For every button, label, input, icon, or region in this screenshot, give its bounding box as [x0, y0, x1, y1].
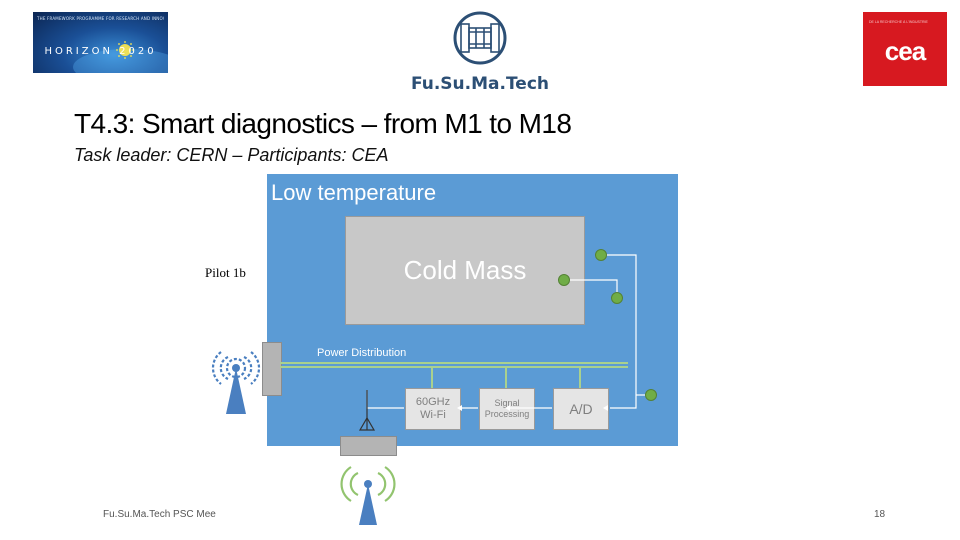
wireless-antenna-icon: [340, 466, 396, 525]
cea-wordmark: cea: [884, 36, 926, 66]
project-name: Fu.Su.Ma.Tech: [410, 74, 550, 94]
footer-text: Fu.Su.Ma.Tech PSC Mee: [103, 509, 216, 520]
horizon-tagline: THE FRAMEWORK PROGRAMME FOR RESEARCH AND…: [37, 16, 164, 21]
power-distribution-label: Power Distribution: [317, 347, 407, 359]
fusumatech-logo-icon: [453, 11, 507, 65]
cold-mass-label: Cold Mass: [403, 255, 527, 285]
cea-tagline: DE LA RECHERCHE À L'INDUSTRIE: [869, 20, 928, 24]
horizon-stars-icon: [73, 41, 168, 73]
slide-subtitle: Task leader: CERN – Participants: CEA: [74, 145, 389, 165]
ad-label: A/D: [569, 401, 593, 417]
side-connector: [262, 342, 282, 396]
cea-logo: DE LA RECHERCHE À L'INDUSTRIE cea: [863, 12, 947, 86]
system-diagram: Low temperature Cold Mass Power Distribu…: [267, 174, 678, 446]
wireless-antenna-icon: [211, 351, 261, 414]
ad-converter-box: A/D: [553, 388, 609, 430]
horizon-wordmark: HORIZON 2020: [44, 46, 157, 57]
wifi-line-1: 60GHz: [415, 396, 451, 408]
page-number: 18: [874, 509, 886, 520]
pilot-label: Pilot 1b: [205, 265, 246, 280]
wifi-line-2: Wi-Fi: [420, 409, 446, 421]
cold-mass-box: Cold Mass: [345, 216, 585, 325]
low-temperature-label: Low temperature: [271, 180, 437, 205]
bottom-connector: [340, 436, 397, 456]
slide-title: T4.3: Smart diagnostics – from M1 to M18: [74, 108, 572, 139]
signal-line-2: Processing: [484, 409, 530, 419]
signal-line-1: Signal: [494, 398, 520, 408]
horizon-2020-logo: THE FRAMEWORK PROGRAMME FOR RESEARCH AND…: [33, 12, 168, 73]
